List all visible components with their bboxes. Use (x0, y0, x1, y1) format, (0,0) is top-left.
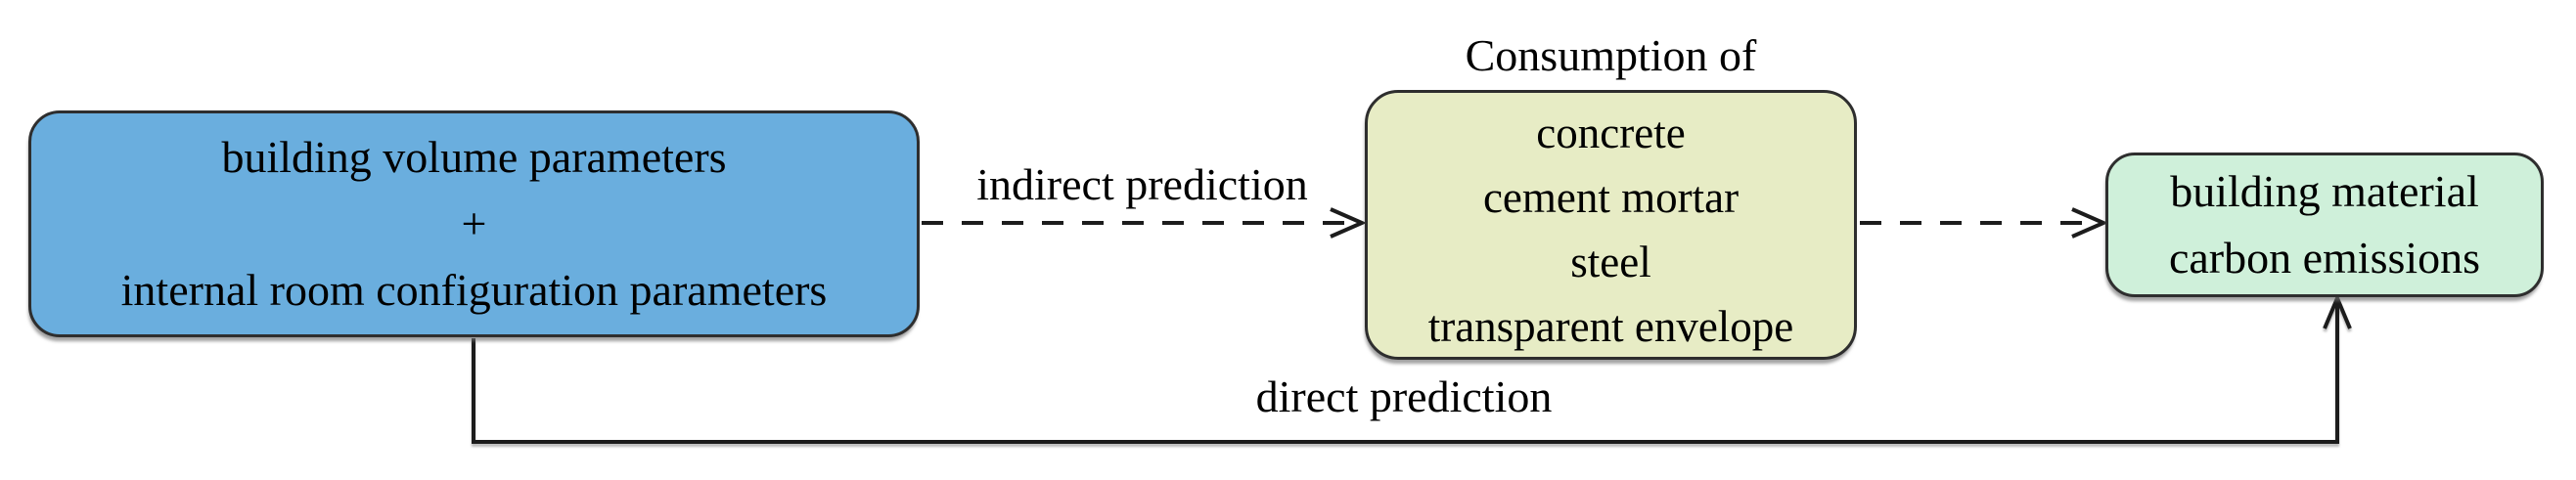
direct-prediction-label: direct prediction (1255, 371, 1553, 421)
input-parameters-plus: + (461, 198, 487, 248)
input-parameters-line-1: building volume parameters (221, 132, 727, 182)
carbon-emissions-line-1: building material (2170, 166, 2479, 216)
carbon-emissions-line-2: carbon emissions (2168, 233, 2481, 283)
carbon-emissions-box: building material carbon emissions (2105, 153, 2544, 297)
consumption-item-cement-mortar: cement mortar (1482, 173, 1740, 222)
consumption-item-transparent-envelope: transparent envelope (1427, 302, 1794, 351)
consumption-item-steel: steel (1570, 238, 1651, 286)
indirect-arrow-1 (922, 207, 1367, 239)
indirect-prediction-label: indirect prediction (976, 159, 1308, 209)
input-parameters-line-2: internal room configuration parameters (120, 265, 828, 315)
consumption-box: concrete cement mortar steel transparent… (1365, 90, 1857, 360)
consumption-box-title: Consumption of (1465, 30, 1757, 80)
indirect-arrow-2 (1860, 207, 2108, 239)
input-parameters-box: building volume parameters + internal ro… (28, 110, 920, 337)
consumption-item-concrete: concrete (1536, 109, 1686, 157)
